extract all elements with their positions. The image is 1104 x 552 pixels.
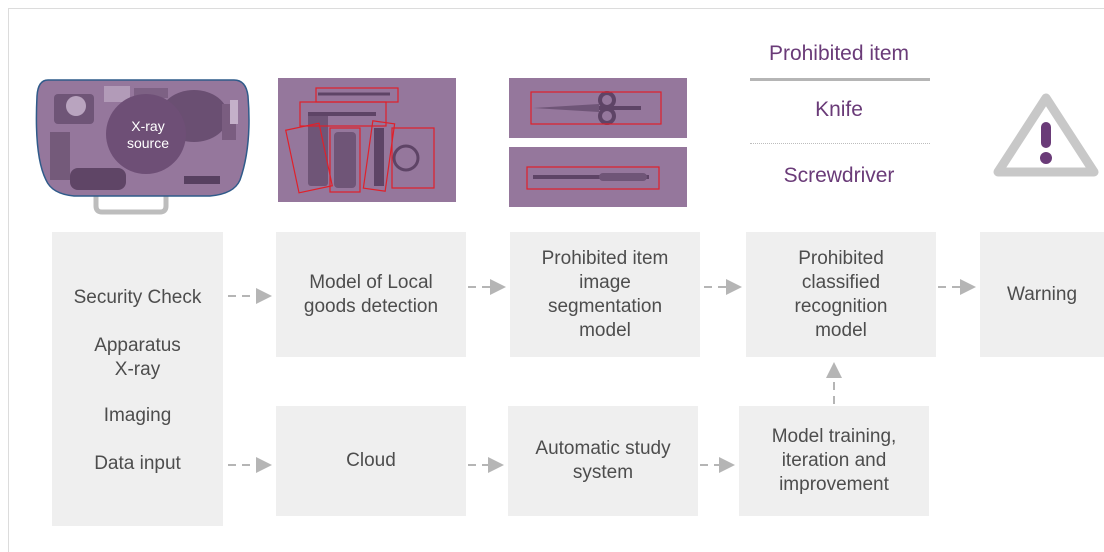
training-line2: iteration and xyxy=(781,450,887,471)
cloud-label: Cloud xyxy=(346,450,396,471)
xray-label-line1: X-ray xyxy=(131,118,165,134)
legend-divider xyxy=(750,78,930,81)
local-detection-line1: Model of Local xyxy=(309,271,433,293)
legend-header: Prohibited item xyxy=(768,42,910,65)
classified-line4: model xyxy=(815,319,867,341)
left-label-imaging: Imaging xyxy=(103,405,172,426)
segmented-screwdriver-image xyxy=(509,147,687,207)
segmentation-line3: segmentation xyxy=(547,295,663,317)
segmentation-model-box: Prohibited item image segmentation model xyxy=(510,232,700,357)
warning-triangle-icon xyxy=(993,93,1099,177)
segmentation-line4: model xyxy=(579,319,631,341)
classified-line2: classified xyxy=(801,271,881,293)
automatic-study-box: Automatic study system xyxy=(508,406,698,516)
classified-recognition-box: Prohibited classified recognition model xyxy=(746,232,936,357)
input-column-box xyxy=(52,232,223,526)
classified-line3: recognition xyxy=(794,295,888,317)
legend-item-knife: Knife xyxy=(815,98,863,121)
cloud-box: Cloud xyxy=(276,406,466,516)
xray-source-label: X-ray source xyxy=(108,118,188,152)
warning-box: Warning xyxy=(980,232,1104,357)
xray-label-line2: source xyxy=(126,135,170,151)
study-line2: system xyxy=(572,462,634,483)
local-detection-line2: goods detection xyxy=(303,295,439,317)
warning-label: Warning xyxy=(1006,283,1078,305)
classified-line1: Prohibited xyxy=(798,247,884,269)
segmentation-line2: image xyxy=(579,271,631,293)
legend-dotted-divider xyxy=(750,143,930,144)
xray-suitcase-image xyxy=(35,79,250,215)
left-label-data-input: Data input xyxy=(94,453,181,474)
left-label-security-check: Security Check xyxy=(73,287,202,308)
model-training-box: Model training, iteration and improvemen… xyxy=(739,406,929,516)
segmentation-line1: Prohibited item xyxy=(541,247,669,269)
left-label-apparatus: Apparatus xyxy=(94,335,181,356)
detection-image xyxy=(278,78,456,202)
local-goods-detection-box: Model of Local goods detection xyxy=(276,232,466,357)
study-line1: Automatic study xyxy=(535,438,671,459)
left-label-xray: X-ray xyxy=(114,359,161,380)
legend-item-screwdriver: Screwdriver xyxy=(783,164,895,187)
training-line1: Model training, xyxy=(771,426,897,447)
training-line3: improvement xyxy=(779,474,889,495)
diagram-frame xyxy=(8,8,1104,552)
segmented-knife-image xyxy=(509,78,687,138)
